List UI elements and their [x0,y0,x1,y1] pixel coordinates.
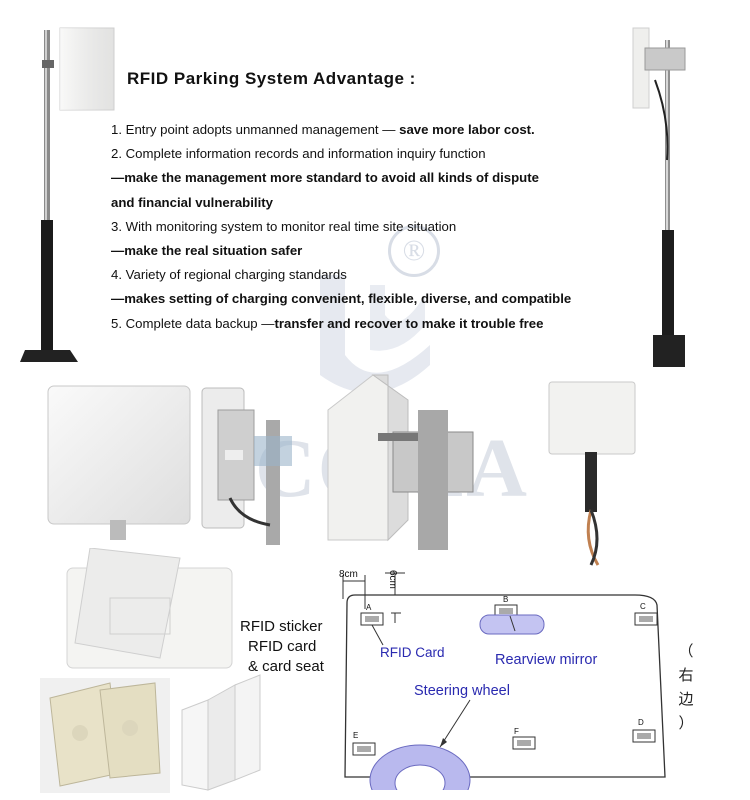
reader-front-side-image [47,385,292,545]
rearview-mirror-label: Rearview mirror [495,652,598,668]
rfid-card-label: RFID card [248,638,317,655]
page-title: RFID Parking System Advantage : [127,69,416,88]
advantage-item: 3. With monitoring system to monitor rea… [111,218,457,234]
advantage-item: —make the management more standard to av… [111,170,539,186]
pole-antenna-right-image [632,27,686,367]
rfid-card-image [181,674,261,791]
dimension-8cm: 8cm [339,569,358,580]
windshield-installation-diagram [342,572,666,790]
side-label-char: 边 [678,691,694,708]
pole-antenna-left-image [20,27,115,362]
logo-watermark [320,275,430,393]
side-label-char: ） [678,715,694,732]
point-d-label: D [638,718,644,727]
reader-bracket-image [327,374,474,550]
right-side-label: （ 右 边 ） [676,640,696,736]
rfid-sticker-label: RFID sticker [240,618,323,635]
point-a-label: A [366,603,372,612]
advantage-item: 5. Complete data backup —transfer and re… [111,315,544,331]
rfid-card-diagram-label: RFID Card [380,645,445,660]
advantage-item: —makes setting of charging convenient, f… [111,291,572,307]
registered-trademark-watermark: ® [388,225,440,277]
advantage-item: 1. Entry point adopts unmanned managemen… [111,122,535,137]
point-c-label: C [640,602,646,611]
advantage-item: 2. Complete information records and info… [111,146,486,162]
advantage-item: —make the real situation safer [111,243,303,259]
side-label-char: 右 [678,667,694,684]
point-b-label: B [503,595,509,604]
dimension-6cm: 6cm [387,570,398,589]
advantage-item: and financial vulnerability [111,194,273,210]
card-seat-image [40,678,170,793]
point-f-label: F [514,727,519,736]
advantage-list: 1. Entry point adopts unmanned managemen… [111,118,671,336]
reader-cable-image [548,381,636,566]
side-label-char: （ [678,643,694,660]
advantage-item: 4. Variety of regional charging standard… [111,267,347,283]
card-seat-label: & card seat [248,658,324,675]
rfid-sticker-image [66,548,233,669]
point-e-label: E [353,731,359,740]
steering-wheel-label: Steering wheel [414,683,510,699]
